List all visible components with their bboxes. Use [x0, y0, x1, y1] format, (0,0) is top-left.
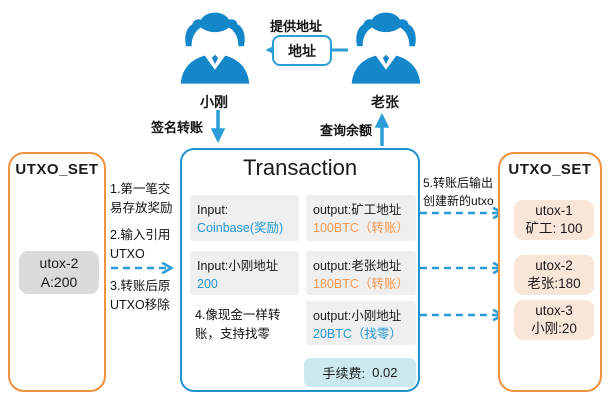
output-value: 20BTC（找零）	[313, 327, 402, 342]
annotation-step4: 4.像现金一样转账，支持找零	[195, 308, 281, 342]
output-value: 100BTC（转账）	[313, 221, 409, 236]
utxo-chip-utox1: utox-1 矿工: 100	[514, 200, 594, 240]
left-utxo-set-title: UTXO_SET	[15, 161, 99, 178]
utxo-chip-utox2-new: utox-2 老张:180	[514, 255, 594, 295]
utxo-chip-utox2-old: utox-2 A:200	[19, 251, 99, 294]
sign-transfer-label: 签名转账	[151, 120, 204, 135]
query-balance-label: 查询余额	[320, 123, 373, 138]
utxo-value: 矿工: 100	[525, 221, 583, 236]
input-value: Coinbase(奖励)	[197, 221, 284, 236]
right-utxo-set-title: UTXO_SET	[508, 161, 592, 178]
utxo-id: utox-2	[535, 257, 573, 273]
utxo-value: 老张:180	[527, 276, 581, 291]
right-utxo-set: UTXO_SET utox-1 矿工: 100 utox-2 老张:180 ut…	[498, 152, 602, 392]
tx-output-2: output:老张地址 180BTC（转账）	[306, 251, 416, 295]
person-icon	[351, 12, 421, 84]
address-box: 地址	[272, 35, 332, 66]
provide-address-label: 提供地址	[270, 19, 323, 34]
annotation-step1: 1.第一笔交易存放奖励	[110, 182, 173, 216]
annotation-step2: 2.输入引用UTXO	[110, 228, 171, 262]
tx-input-1: Input: Coinbase(奖励)	[190, 195, 299, 241]
transaction-title: Transaction	[242, 155, 358, 180]
utxo-value: 小刚:20	[531, 321, 577, 336]
sender-name: 小刚	[200, 94, 228, 110]
transaction-box: Transaction Input: Coinbase(奖励) Input:小刚…	[180, 148, 420, 392]
input-label: Input:小刚地址	[197, 259, 279, 273]
tx-output-1: output:矿工地址 100BTC（转账）	[306, 195, 416, 241]
utxo-id: utox-2	[39, 254, 79, 271]
fee-box: 手续费: 0.02	[304, 358, 416, 387]
fee-value: 0.02	[372, 365, 398, 380]
tx-output-3: output:小刚地址 20BTC（找零）	[306, 301, 416, 345]
receiver-name: 老张	[371, 94, 399, 110]
utxo-id: utox-3	[535, 302, 573, 318]
fee-label: 手续费:	[322, 366, 366, 381]
output-label: output:矿工地址	[313, 203, 402, 217]
input-value: 200	[197, 277, 218, 292]
person-icon	[180, 12, 250, 84]
output-label: output:小刚地址	[313, 309, 402, 323]
annotation-step3: 3.转账后原UTXO移除	[110, 279, 171, 313]
tx-input-2: Input:小刚地址 200	[190, 251, 299, 295]
sender-avatar	[176, 3, 254, 96]
left-utxo-set: UTXO_SET utox-2 A:200	[8, 152, 106, 392]
annotation-step5: 5.转账后输出创建新的utxo	[423, 176, 494, 208]
output-label: output:老张地址	[313, 259, 402, 273]
utxo-value: A:200	[40, 273, 78, 290]
receiver-avatar	[347, 3, 425, 96]
input-label: Input:	[197, 203, 229, 217]
utxo-chip-utox3: utox-3 小刚:20	[514, 300, 594, 340]
output-value: 180BTC（转账）	[313, 277, 409, 292]
utxo-id: utox-1	[535, 202, 573, 218]
